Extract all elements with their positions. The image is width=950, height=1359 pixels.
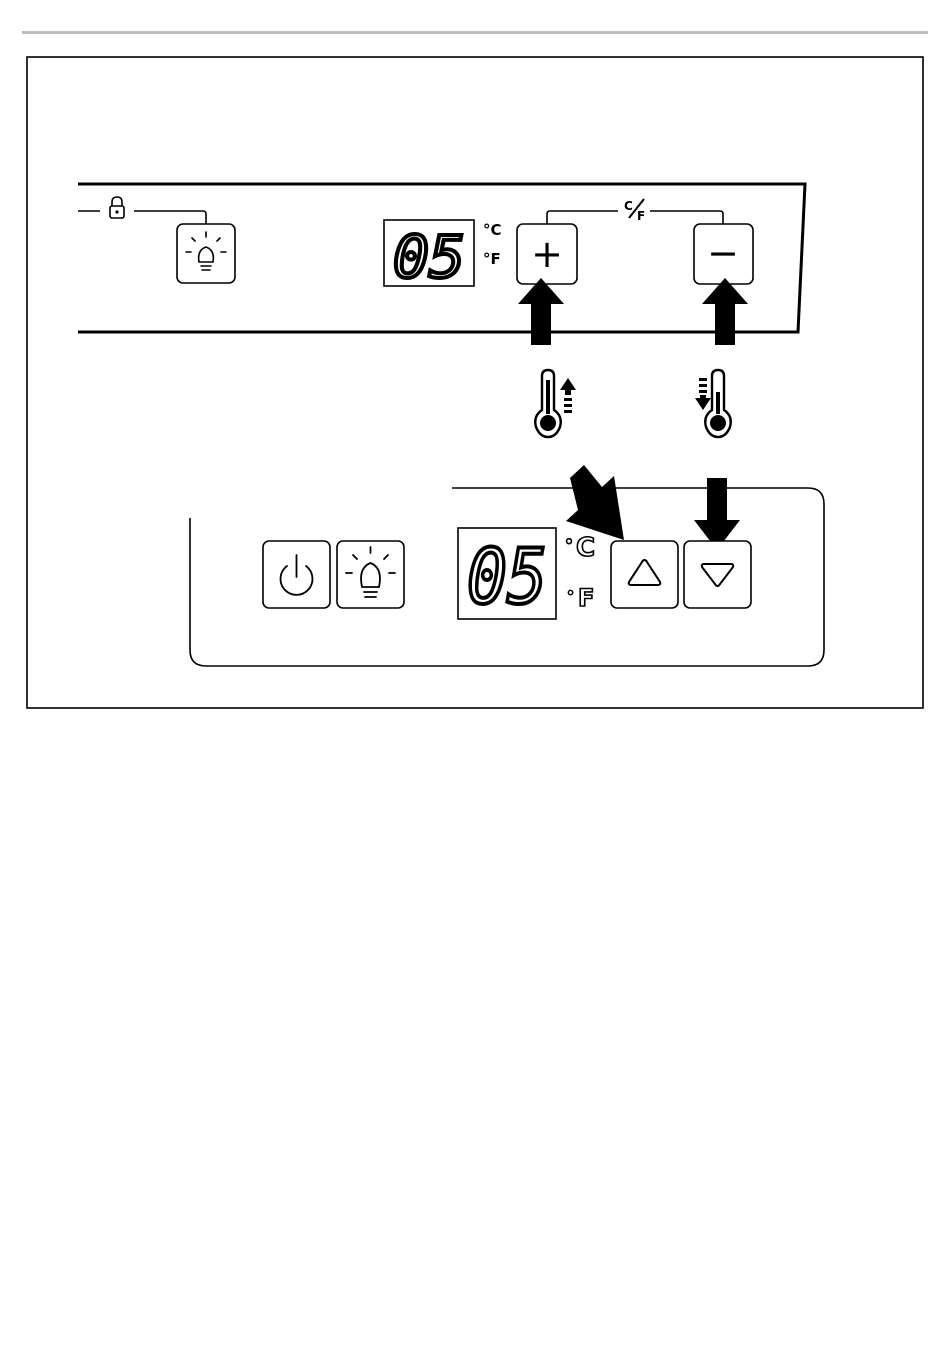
down-button[interactable] xyxy=(684,541,751,608)
arrow-to-plus xyxy=(518,278,564,345)
bottom-light-button[interactable] xyxy=(337,541,404,608)
plus-button[interactable]: + xyxy=(517,224,577,284)
cf-label-c: C xyxy=(624,199,633,213)
cf-label-f: F xyxy=(637,209,645,223)
bottom-unit-celsius: C xyxy=(576,533,595,563)
top-unit-celsius: °C xyxy=(483,221,502,239)
arrow-to-minus xyxy=(702,278,748,345)
lock-connector-line xyxy=(78,211,206,224)
thermometer-up-icon xyxy=(535,370,576,437)
bottom-unit-celsius-degree: ° xyxy=(564,534,574,558)
power-button[interactable] xyxy=(263,541,330,608)
top-unit-fahrenheit: °F xyxy=(483,250,501,268)
light-button[interactable] xyxy=(177,224,235,283)
cf-connector-line xyxy=(547,211,723,224)
bottom-unit-fahrenheit: F xyxy=(578,584,594,612)
minus-button-label: − xyxy=(707,231,739,275)
header-rule xyxy=(22,31,928,34)
top-temperature-display: 05 xyxy=(384,220,474,291)
bottom-temperature-display: 05 xyxy=(458,528,556,621)
thermometer-down-icon xyxy=(695,370,731,437)
bottom-unit-fahrenheit-degree: ° xyxy=(566,587,575,608)
minus-button[interactable]: − xyxy=(694,224,753,284)
cf-toggle-label: C F xyxy=(624,199,645,223)
arrow-to-up-button xyxy=(566,465,624,540)
plus-button-label: + xyxy=(531,232,563,276)
top-control-panel: 05 °C °F C F + − xyxy=(78,184,805,332)
padlock-icon xyxy=(110,197,124,218)
bottom-display-digits: 05 xyxy=(467,532,547,621)
top-display-digits: 05 xyxy=(393,223,465,291)
bottom-control-panel: 05 ° C ° F xyxy=(190,488,824,666)
up-button[interactable] xyxy=(611,541,678,608)
